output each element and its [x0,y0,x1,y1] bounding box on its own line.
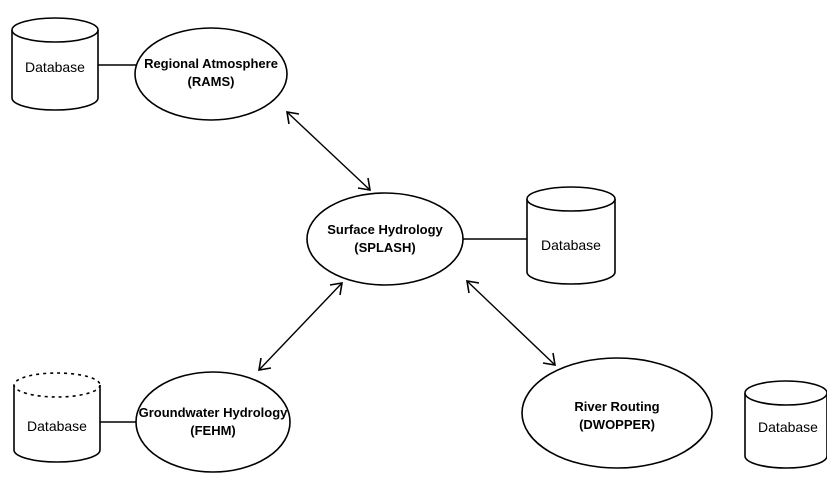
node-title: Groundwater Hydrology [139,405,289,420]
node-subtitle: (FEHM) [190,423,236,438]
database-dwopper: Database [744,380,827,469]
node-title: Surface Hydrology [327,222,443,237]
node-groundwater-hydrology: Groundwater Hydrology (FEHM) [135,371,291,473]
arrow-rams-splash [286,111,371,191]
database-rams: Database [11,17,99,111]
node-title: Regional Atmosphere [144,56,278,71]
node-subtitle: (SPLASH) [354,240,415,255]
node-surface-hydrology: Surface Hydrology (SPLASH) [306,192,464,286]
node-regional-atmosphere: Regional Atmosphere (RAMS) [134,27,288,121]
node-subtitle: (DWOPPER) [579,417,655,432]
node-title: River Routing [574,399,659,414]
database-label: Database [541,237,601,253]
node-river-routing: River Routing (DWOPPER) [521,357,713,469]
arrow-splash-dwopper [466,280,556,366]
database-splash: Database [526,186,616,285]
arrow-splash-fehm [258,282,343,371]
database-label: Database [27,418,87,434]
database-fehm: Database [13,372,101,463]
node-subtitle: (RAMS) [188,74,235,89]
database-label: Database [25,59,85,75]
database-label: Database [758,419,818,435]
